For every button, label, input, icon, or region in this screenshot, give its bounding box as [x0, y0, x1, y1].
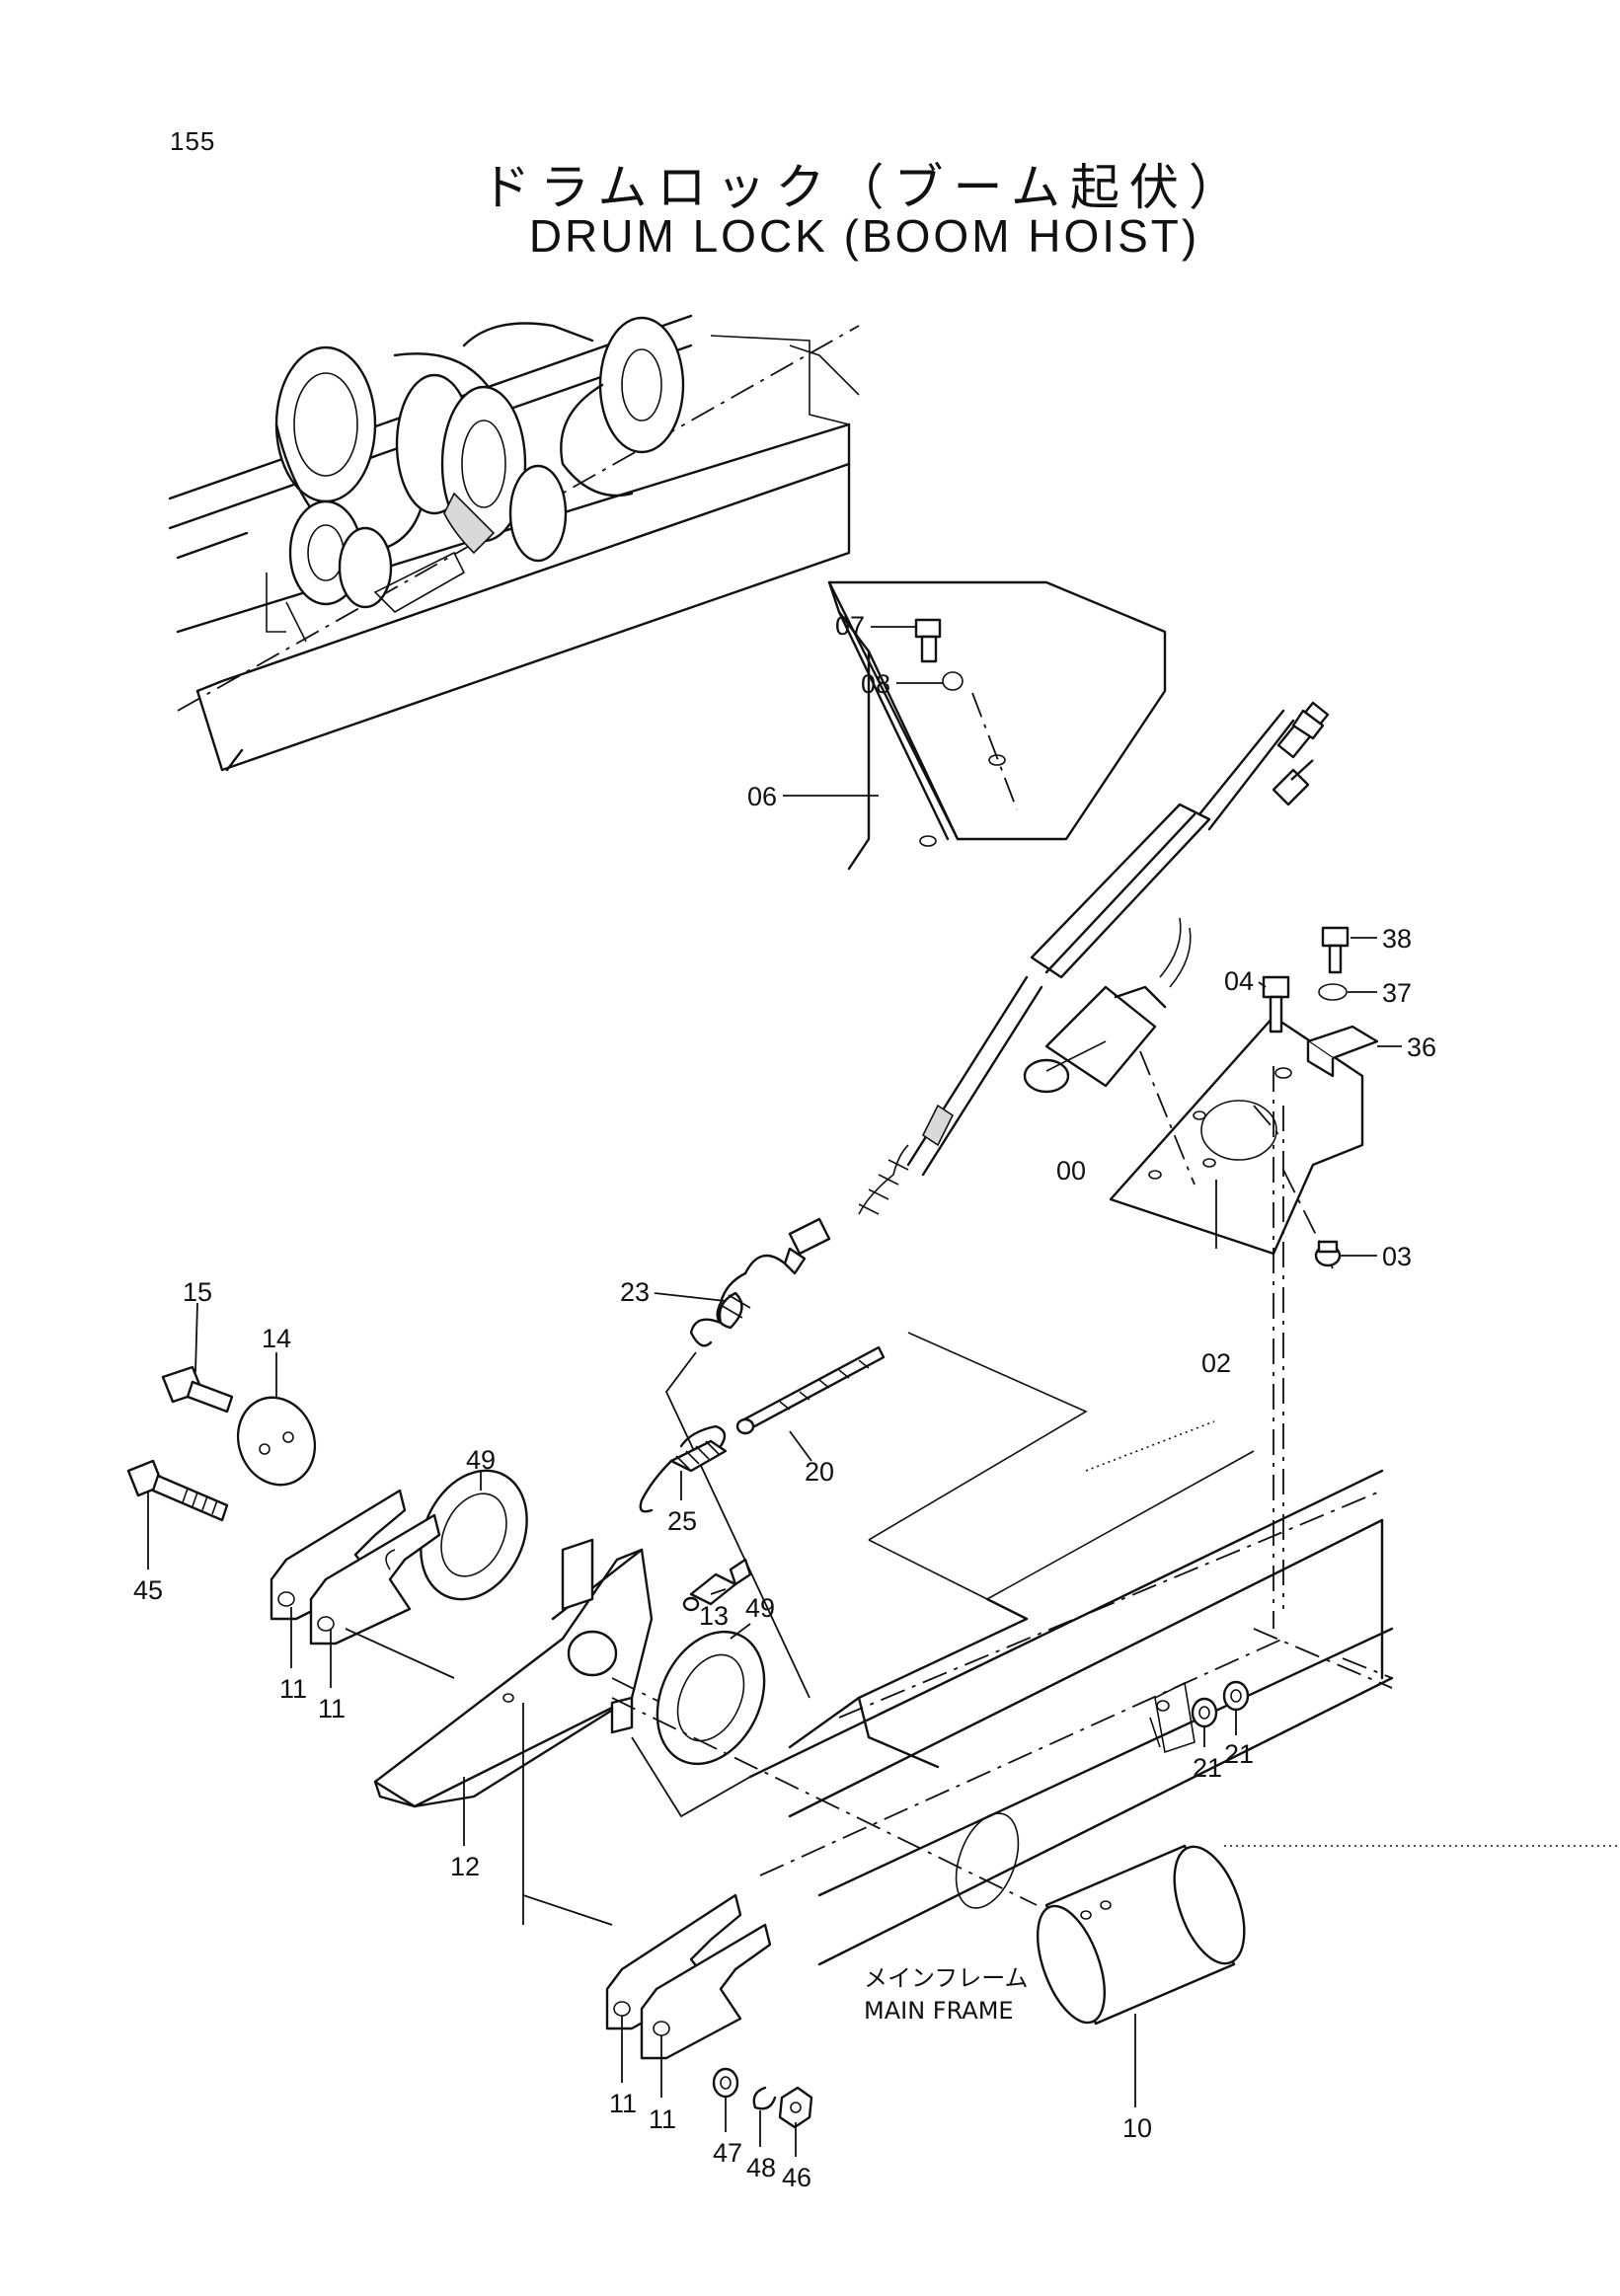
callout-49-upper: 49 [466, 1445, 496, 1475]
callout-13: 13 [699, 1601, 729, 1631]
actuator-00 [783, 701, 1330, 1275]
callout-38: 38 [1382, 924, 1412, 954]
lever-12 [373, 1538, 751, 1926]
washer-47-clip-48-nut-46 [712, 2067, 813, 2129]
callout-23: 23 [620, 1277, 650, 1307]
title-english: DRUM LOCK (BOOM HOIST) [528, 210, 1200, 262]
callout-49-lower: 49 [745, 1593, 775, 1623]
callout-15: 15 [183, 1277, 212, 1307]
callout-25: 25 [667, 1506, 697, 1536]
ring-49-lower [656, 1630, 766, 1766]
bracket-plate-02 [1109, 1015, 1364, 1629]
callout-14: 14 [262, 1324, 291, 1353]
callout-46: 46 [782, 2163, 811, 2192]
callout-04: 04 [1224, 966, 1254, 996]
callout-12: 12 [450, 1852, 480, 1881]
callout-21-b: 21 [1224, 1739, 1254, 1769]
callout-07: 07 [835, 611, 865, 641]
disc-14 [236, 1396, 317, 1487]
pin-20 [735, 1345, 886, 1435]
callout-06: 06 [747, 782, 777, 811]
callout-10: 10 [1122, 2113, 1152, 2143]
callout-00: 00 [1056, 1156, 1086, 1186]
grease-nipple-13 [682, 1558, 752, 1612]
bolt-07-washer-08 [914, 618, 964, 691]
ring-49-upper [420, 1469, 528, 1601]
main-frame-label-en: MAIN FRAME [864, 1997, 1014, 2025]
spring-23 [664, 1254, 810, 1699]
main-frame-label-jp: メインフレーム [864, 1964, 1029, 1992]
callout-37: 37 [1382, 978, 1412, 1008]
plates-11-lower [605, 1893, 772, 2060]
assembly-centerlines [522, 1040, 1107, 1925]
callout-11-a: 11 [279, 1674, 307, 1704]
plates-11-upper [270, 1489, 455, 1679]
nuts-21 [1191, 1680, 1250, 1728]
callout-03: 03 [1382, 1242, 1412, 1271]
callout-11-b: 11 [318, 1694, 346, 1723]
bolt-45 [126, 1459, 229, 1522]
callout-11-d: 11 [649, 2105, 676, 2134]
bolt-15 [161, 1365, 234, 1414]
overview-winch-illustration [168, 314, 860, 772]
fasteners-upper [1262, 926, 1379, 1267]
callout-21-a: 21 [1193, 1753, 1222, 1783]
page-number: 155 [170, 126, 216, 156]
callout-45: 45 [133, 1575, 163, 1605]
spring-25 [639, 1424, 728, 1513]
callout-36: 36 [1407, 1033, 1436, 1062]
callout-48: 48 [746, 2153, 776, 2182]
callout-11-c: 11 [609, 2089, 637, 2118]
callout-02: 02 [1201, 1348, 1231, 1378]
callouts: 07 08 06 38 04 37 36 00 03 02 15 14 23 2… [133, 611, 1436, 2192]
title-japanese: ドラムロック（ブーム起伏） [481, 159, 1248, 216]
callout-08: 08 [861, 669, 890, 699]
bushing-10 [955, 1812, 1246, 2026]
callout-20: 20 [805, 1457, 834, 1487]
cover-06 [827, 580, 1167, 871]
callout-47: 47 [713, 2138, 742, 2168]
leader-lines [147, 626, 1402, 2157]
main-frame [748, 1332, 1620, 1966]
